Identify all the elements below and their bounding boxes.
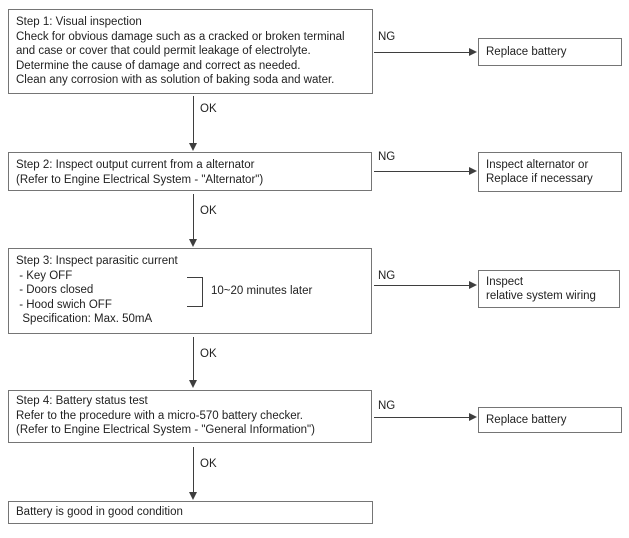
bracket-note: 10~20 minutes later [211, 285, 313, 297]
ok-arrow-3-line [193, 337, 194, 381]
step1-line: Clean any corrosion with as solution of … [16, 74, 335, 86]
ng-result2-box: Inspect alternator or Replace if necessa… [478, 152, 622, 192]
ng-arrow-3-line [374, 285, 469, 286]
step1-line: Determine the cause of damage and correc… [16, 59, 301, 72]
ng-label-2: NG [378, 151, 396, 163]
step1-line: Check for obvious damage such as a crack… [16, 30, 345, 43]
step3-line: - Hood swich OFF [16, 298, 112, 311]
ng-result4-box: Replace battery [478, 407, 622, 433]
step3-line: - Doors closed [16, 284, 94, 296]
step4-line: Refer to the procedure with a micro-570 … [16, 409, 304, 422]
ng-result2-line: Inspect alternator or [486, 158, 589, 171]
ok-arrow-4-head-icon [189, 492, 197, 500]
ok-label-2: OK [200, 205, 217, 217]
final-result-line: Battery is good in good condition [16, 506, 183, 519]
final-result-box: Battery is good in good condition [8, 501, 373, 524]
ng-arrow-1-head-icon [469, 48, 477, 56]
ok-label-3: OK [200, 348, 217, 360]
step3-line: Specification: Max. 50mA [16, 313, 153, 325]
ok-arrow-1-head-icon [189, 143, 197, 151]
ok-arrow-1-line [193, 96, 194, 144]
step1-line: Step 1: Visual inspection [16, 16, 142, 28]
step1-line: and case or cover that could permit leak… [16, 45, 311, 57]
ok-arrow-3-head-icon [189, 380, 197, 388]
step2-line: (Refer to Engine Electrical System - "Al… [16, 173, 264, 186]
ok-label-1: OK [200, 103, 217, 115]
ng-label-3: NG [378, 270, 396, 282]
ng-label-4: NG [378, 400, 396, 412]
ng-result4-line: Replace battery [486, 413, 567, 426]
ng-result3-line: Inspect [486, 275, 524, 288]
ok-arrow-4-line [193, 447, 194, 493]
step1-box: Step 1: Visual inspection Check for obvi… [8, 9, 373, 94]
step4-line: Step 4: Battery status test [16, 395, 148, 407]
ng-result1-box: Replace battery [478, 38, 622, 66]
ng-result3-box: Inspect relative system wiring [478, 270, 620, 308]
ng-result1-line: Replace battery [486, 45, 567, 58]
ng-result3-line: relative system wiring [486, 290, 596, 302]
ng-result2-line: Replace if necessary [486, 173, 593, 185]
ng-arrow-1-line [374, 52, 469, 53]
step2-line: Step 2: Inspect output current from a al… [16, 159, 255, 171]
ng-arrow-4-line [374, 417, 469, 418]
grouping-bracket-icon [187, 277, 203, 307]
ng-label-1: NG [378, 31, 396, 43]
step3-line: Step 3: Inspect parasitic current [16, 255, 178, 267]
step3-line: - Key OFF [16, 269, 73, 282]
ng-arrow-4-head-icon [469, 413, 477, 421]
ok-label-4: OK [200, 458, 217, 470]
ng-arrow-2-head-icon [469, 167, 477, 175]
step2-box: Step 2: Inspect output current from a al… [8, 152, 372, 191]
step4-line: (Refer to Engine Electrical System - "Ge… [16, 424, 315, 436]
step4-box: Step 4: Battery status test Refer to the… [8, 390, 372, 443]
ng-arrow-2-line [374, 171, 469, 172]
ng-arrow-3-head-icon [469, 281, 477, 289]
step3-box: Step 3: Inspect parasitic current - Key … [8, 248, 372, 334]
ok-arrow-2-line [193, 194, 194, 240]
ok-arrow-2-head-icon [189, 239, 197, 247]
